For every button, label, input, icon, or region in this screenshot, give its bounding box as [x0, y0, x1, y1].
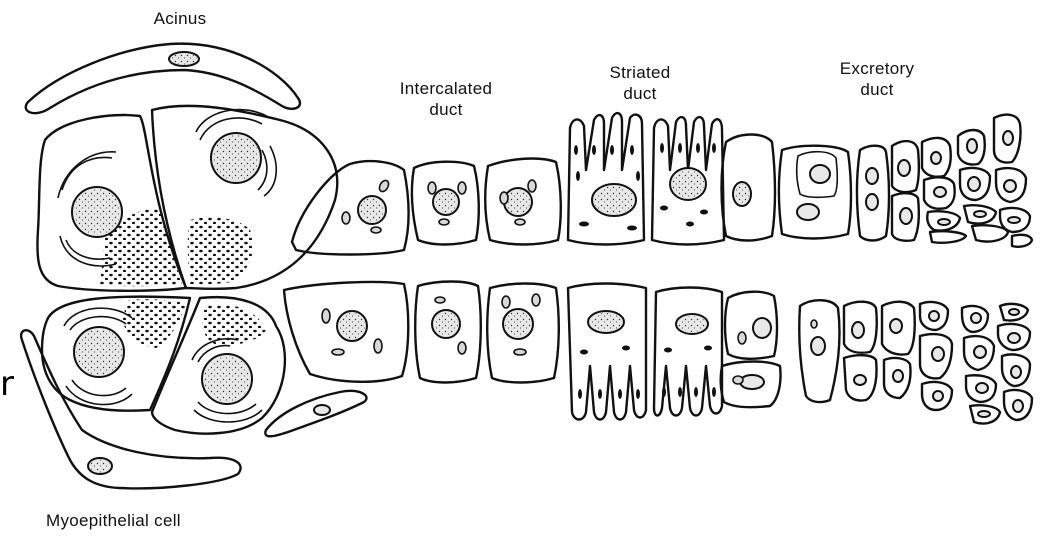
label-myoepithelial-cell: Myoepithelial cell: [46, 510, 276, 531]
myoepithelial-cell-top: [26, 44, 300, 113]
striated-cell: [568, 284, 646, 420]
label-intercalated-duct: Intercalated duct: [376, 78, 516, 120]
striated-duct-top: [568, 113, 724, 244]
label-striated-duct: Striated duct: [590, 62, 690, 104]
intercalated-duct-bottom: [284, 282, 559, 383]
intercalated-cell: [292, 161, 409, 254]
acinus-group: [21, 44, 366, 489]
label-excretory-duct: Excretory duct: [812, 58, 942, 100]
striated-duct-bottom: [568, 284, 722, 420]
excretory-duct-bottom: [721, 292, 1032, 424]
side-mark: r: [0, 364, 14, 404]
excretory-duct-top: [722, 115, 1033, 247]
excretory-cell: [779, 146, 851, 239]
label-acinus: Acinus: [140, 8, 220, 29]
